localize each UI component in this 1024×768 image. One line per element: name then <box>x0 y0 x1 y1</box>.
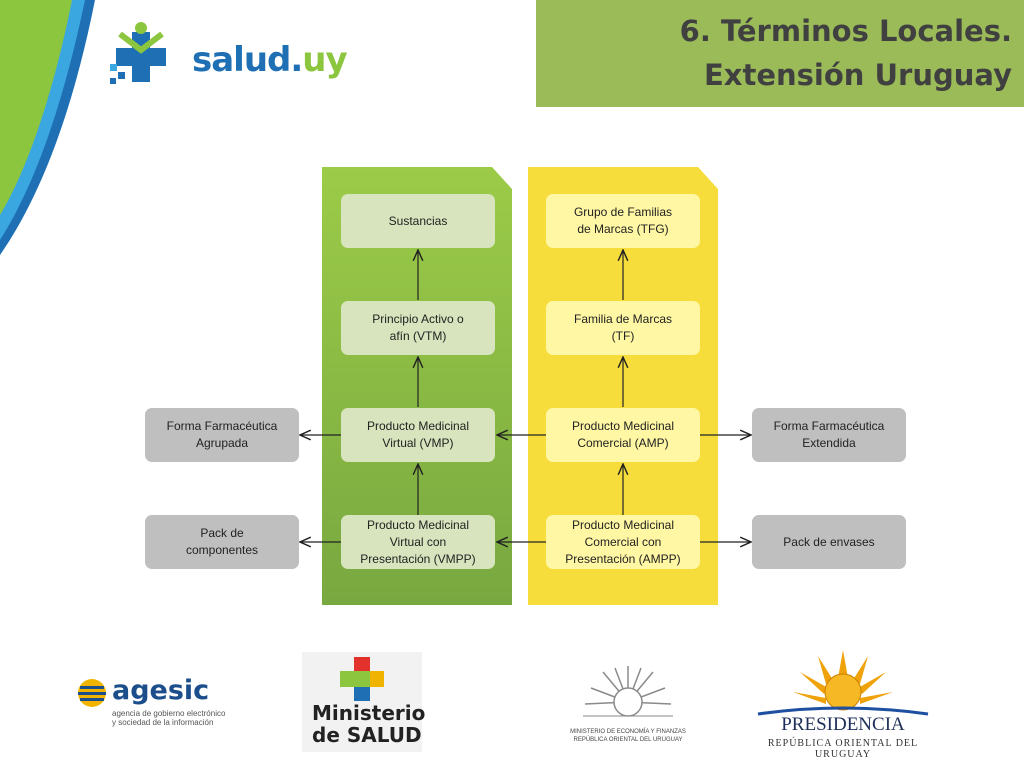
ministerio-salud-logo: Ministerio de SALUD <box>302 652 425 752</box>
node-amp: Producto Medicinal Comercial (AMP) <box>546 408 700 462</box>
node-tf: Familia de Marcas (TF) <box>546 301 700 355</box>
page-title-line1: 6. Términos Locales. <box>679 14 1012 48</box>
agesic-logo: agesic agencia de gobierno electrónico y… <box>76 675 266 735</box>
node-vtm: Principio Activo o afín (VTM) <box>341 301 495 355</box>
node-forma-extendida: Forma Farmacéutica Extendida <box>752 408 906 462</box>
agesic-emblem-icon <box>78 679 106 707</box>
node-sustancias: Sustancias <box>341 194 495 248</box>
decorative-swoosh <box>0 0 95 255</box>
node-pack-componentes: Pack de componentes <box>145 515 299 569</box>
node-pack-envases: Pack de envases <box>752 515 906 569</box>
salud-uy-wordmark: salud.uy <box>192 40 348 80</box>
salud-uy-logo: salud.uy <box>110 20 348 90</box>
salud-cross-icon <box>110 22 166 84</box>
node-vmpp: Producto Medicinal Virtual con Presentac… <box>341 515 495 569</box>
msp-cross-icon <box>340 657 384 701</box>
presidencia-logo: PRESIDENCIA REPÚBLICA ORIENTAL DEL URUGU… <box>748 650 938 760</box>
node-vmp: Producto Medicinal Virtual (VMP) <box>341 408 495 462</box>
page-title-line2: Extensión Uruguay <box>703 58 1012 92</box>
node-forma-agrupada: Forma Farmacéutica Agrupada <box>145 408 299 462</box>
node-tfg: Grupo de Familias de Marcas (TFG) <box>546 194 700 248</box>
title-banner: 6. Términos Locales. Extensión Uruguay <box>536 0 1024 107</box>
presidencia-sun-icon <box>757 650 929 716</box>
mef-sun-icon <box>583 666 673 717</box>
node-ampp: Producto Medicinal Comercial con Present… <box>546 515 700 569</box>
